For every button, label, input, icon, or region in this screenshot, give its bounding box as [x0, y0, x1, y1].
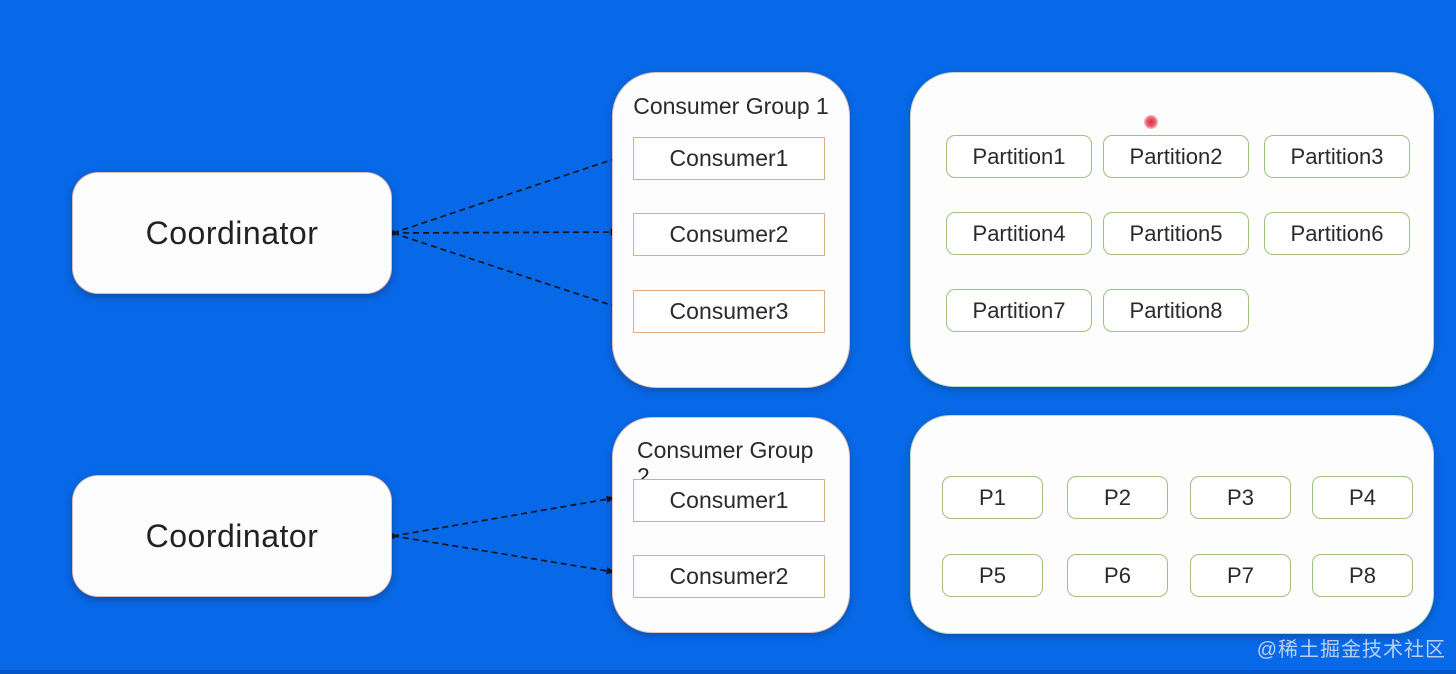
arrow-coordinator2-consumer2: [392, 535, 616, 575]
partition-box: Partition5: [1103, 212, 1249, 255]
arrow-coordinator1-consumer1: [392, 156, 622, 234]
partition-label: P5: [979, 562, 1006, 588]
partition-label: P3: [1227, 484, 1254, 510]
partition-panel-bottom: P1 P2 P3 P4 P5 P6 P7 P8: [910, 415, 1434, 634]
consumer-box: Consumer2: [633, 213, 825, 256]
consumer-group-2-title: Consumer Group 2: [637, 437, 814, 489]
partition-label: Partition4: [972, 220, 1066, 246]
partition-label: Partition8: [1129, 297, 1223, 323]
partition-box: Partition3: [1264, 135, 1410, 178]
partition-box: Partition1: [946, 135, 1092, 178]
arrow-coordinator1-consumer2: [392, 228, 620, 236]
partition-label: Partition2: [1129, 143, 1223, 169]
partition-box: P2: [1067, 476, 1168, 519]
partition-panel-top: Partition1 Partition2 Partition3 Partiti…: [910, 72, 1434, 387]
consumer-group-1-title: Consumer Group 1: [633, 93, 829, 119]
partition-label: Partition3: [1290, 143, 1384, 169]
partition-label: Partition1: [972, 143, 1066, 169]
partition-label: Partition5: [1129, 220, 1223, 246]
partition-box: P8: [1312, 554, 1413, 597]
coordinator-label: Coordinator: [145, 517, 319, 554]
partition-box: P7: [1190, 554, 1291, 597]
partition-label: Partition6: [1290, 220, 1384, 246]
consumer-label: Consumer1: [669, 145, 789, 171]
partition-box: P3: [1190, 476, 1291, 519]
partition-label: P7: [1227, 562, 1254, 588]
partition-label: P6: [1104, 562, 1131, 588]
bottom-edge-strip: [0, 670, 1456, 674]
consumer-label: Consumer2: [669, 563, 789, 589]
partition-label: P1: [979, 484, 1006, 510]
partition-label: Partition7: [972, 297, 1066, 323]
partition-box: Partition8: [1103, 289, 1249, 332]
partition-label: P2: [1104, 484, 1131, 510]
consumer-label: Consumer2: [669, 221, 789, 247]
partition-box: Partition2: [1103, 135, 1249, 178]
partition-box: Partition6: [1264, 212, 1410, 255]
partition-label: P4: [1349, 484, 1376, 510]
partition-box: P4: [1312, 476, 1413, 519]
consumer-box: Consumer1: [633, 137, 825, 180]
watermark: @稀土掘金技术社区: [1256, 639, 1446, 661]
partition-box: P5: [942, 554, 1043, 597]
laser-pointer-dot: [1144, 115, 1158, 129]
consumer-box: Consumer3: [633, 290, 825, 333]
arrow-coordinator1-consumer3: [392, 232, 622, 309]
coordinator-label: Coordinator: [145, 214, 319, 251]
coordinator-box-2: Coordinator: [72, 475, 392, 597]
arrow-coordinator2-consumer1: [392, 495, 616, 537]
consumer-box: Consumer2: [633, 555, 825, 598]
coordinator-box-1: Coordinator: [72, 172, 392, 294]
consumer-group-2-panel: Consumer Group 2 Consumer1 Consumer2: [612, 417, 850, 633]
partition-box: Partition4: [946, 212, 1092, 255]
partition-box: P6: [1067, 554, 1168, 597]
partition-box: P1: [942, 476, 1043, 519]
partition-label: P8: [1349, 562, 1376, 588]
consumer-box: Consumer1: [633, 479, 825, 522]
partition-box: Partition7: [946, 289, 1092, 332]
consumer-label: Consumer1: [669, 487, 789, 513]
consumer-label: Consumer3: [669, 298, 789, 324]
consumer-group-1-panel: Consumer Group 1 Consumer1 Consumer2 Con…: [612, 72, 850, 388]
